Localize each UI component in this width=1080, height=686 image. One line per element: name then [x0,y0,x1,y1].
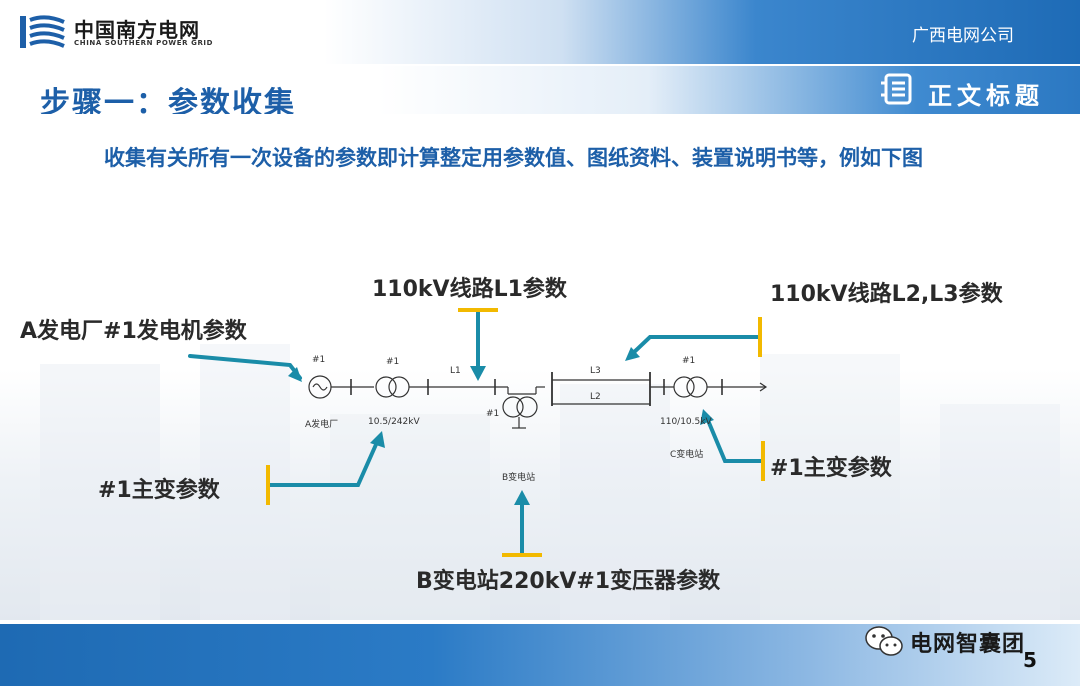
wechat-account-name: 电网智囊团 [910,632,1026,657]
section-label: 正文标题 [928,82,1044,110]
callout-line-l1: 110kV线路L1参数 [372,277,567,302]
gen-number-label: #1 [312,355,326,365]
l2-label: L2 [590,392,601,402]
c-station-label: C变电站 [670,450,704,460]
arrow-t-c [705,416,764,463]
t1-ratio-label: 10.5/242kV [368,417,420,427]
tc-number-label: #1 [682,356,696,366]
footer-bar [0,624,1080,686]
l1-label: L1 [450,366,461,376]
gen-station-label: A发电厂 [305,420,339,430]
transformer-t1-symbol [375,376,397,398]
background-image [0,114,1080,624]
l3-label: L3 [590,366,601,376]
page-number: 5 [1023,648,1037,672]
company-name: 广西电网公司 [912,26,1014,46]
tb-number-label: #1 [486,409,500,419]
callout-generator: A发电厂#1发电机参数 [20,319,247,344]
callout-transformer-b: B变电站220kV#1变压器参数 [416,569,721,594]
b-station-label: B变电站 [502,473,536,483]
transformer-c-symbol [673,376,695,398]
transformer-b-symbol [502,396,524,418]
intro-text: 收集有关所有一次设备的参数即计算整定用参数值、图纸资料、装置说明书等，例如下图 [104,146,923,170]
t1-number-label: #1 [386,357,400,367]
header-bar: 中国南方电网 CHINA SOUTHERN POWER GRID 广西电网公司 [0,0,1080,64]
arrow-generator [188,354,302,380]
logo-english-text: CHINA SOUTHERN POWER GRID [74,39,214,47]
document-list-icon [881,73,912,105]
arrow-l2-l3 [628,335,760,358]
wechat-icon [865,626,903,656]
callout-lines-l2-l3: 110kV线路L2,L3参数 [770,282,1003,307]
logo-chinese-text: 中国南方电网 [74,18,200,42]
callout-transformer-right: #1主变参数 [770,456,892,481]
callout-transformer-left: #1主变参数 [98,478,220,503]
csg-logo-icon [20,15,65,48]
arrow-t1 [266,438,380,487]
footer-divider [0,620,1080,624]
tc-ratio-label: 110/10.5kV [660,417,712,427]
